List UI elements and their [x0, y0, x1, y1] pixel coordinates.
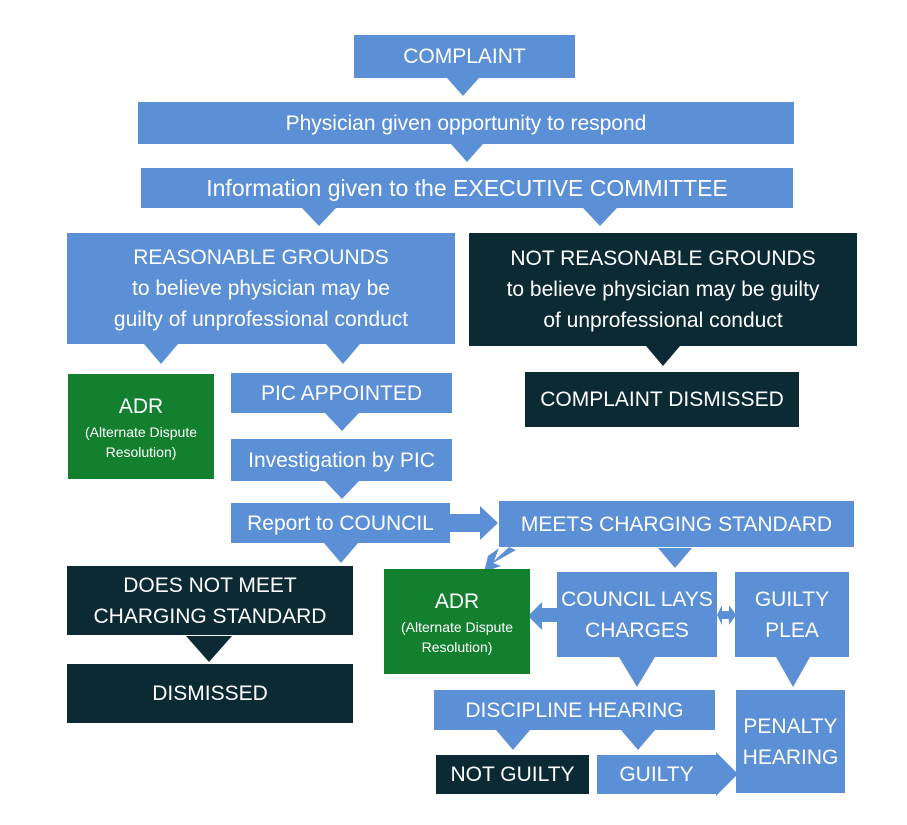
pic-appointed-box: PIC APPOINTED — [231, 373, 452, 413]
arrow-reasonable-to-adr — [144, 344, 178, 364]
penalty-hearing-box: PENALTY HEARING — [736, 690, 845, 793]
arrow-council-to-discipline — [619, 657, 655, 687]
not-meet-line2: CHARGING STANDARD — [93, 604, 327, 628]
info-executive-label: Information given to the EXECUTIVE COMMI… — [206, 174, 728, 201]
info-executive-box: Information given to the EXECUTIVE COMMI… — [141, 168, 793, 208]
investigation-label: Investigation by PIC — [248, 448, 435, 472]
respond-box: Physician given opportunity to respond — [138, 102, 794, 144]
discipline-hearing-box: DISCIPLINE HEARING — [434, 690, 715, 730]
guilty-plea-line2: PLEA — [765, 618, 819, 642]
reasonable-line2: to believe physician may be — [132, 277, 390, 300]
complaint-dismissed-box: COMPLAINT DISMISSED — [525, 372, 799, 427]
council-lays-charges-box: COUNCIL LAYS CHARGES — [557, 572, 717, 657]
complaint-box: COMPLAINT — [354, 35, 575, 78]
discipline-hearing-label: DISCIPLINE HEARING — [465, 698, 684, 722]
respond-label: Physician given opportunity to respond — [285, 111, 647, 135]
arrow-council-guilty-plea — [717, 605, 736, 625]
arrow-info-to-reasonable — [302, 208, 336, 226]
not-meet-line1: DOES NOT MEET — [123, 573, 297, 597]
report-council-label: Report to COUNCIL — [247, 511, 434, 535]
pic-appointed-label: PIC APPOINTED — [260, 381, 423, 405]
arrow-not-reasonable-to-dismissed — [646, 346, 680, 366]
council-lays-line2: CHARGES — [585, 618, 689, 642]
adr-right-title: ADR — [434, 590, 480, 613]
arrow-guilty-to-penalty — [716, 752, 738, 796]
arrow-investigation-to-report — [325, 481, 359, 499]
guilty-label: GUILTY — [619, 763, 694, 786]
adr-right-sub1: (Alternate Dispute — [400, 619, 514, 635]
meets-charging-label: MEETS CHARGING STANDARD — [520, 512, 833, 536]
arrow-info-to-not-reasonable — [583, 208, 617, 226]
meets-charging-box: MEETS CHARGING STANDARD — [499, 501, 854, 547]
arrow-council-to-adr — [528, 602, 557, 630]
arrow-meets-to-adr — [484, 547, 516, 572]
arrow-complaint-to-respond — [447, 78, 479, 96]
not-reasonable-line2: to believe physician may be guilty — [506, 278, 820, 301]
dismissed-box: DISMISSED — [67, 664, 353, 723]
not-reasonable-line1: NOT REASONABLE GROUNDS — [510, 247, 816, 270]
adr-left-sub2: Resolution) — [105, 444, 177, 460]
does-not-meet-box: DOES NOT MEET CHARGING STANDARD — [67, 566, 353, 635]
council-lays-line1: COUNCIL LAYS — [561, 587, 713, 611]
not-reasonable-line3: of unprofessional conduct — [543, 309, 783, 332]
adr-right-box: ADR (Alternate Dispute Resolution) — [384, 569, 530, 674]
arrow-respond-to-info — [451, 144, 483, 162]
arrow-report-to-not-meet — [324, 543, 358, 563]
guilty-box: GUILTY — [597, 755, 716, 794]
arrow-discipline-to-guilty — [621, 730, 655, 750]
arrow-report-to-meets — [450, 506, 498, 540]
arrow-reasonable-to-pic — [326, 344, 360, 364]
guilty-plea-box: GUILTY PLEA — [735, 572, 849, 657]
arrow-plea-to-penalty — [776, 657, 810, 687]
adr-left-title: ADR — [118, 395, 164, 418]
guilty-plea-line1: GUILTY — [754, 587, 830, 611]
reasonable-grounds-box: REASONABLE GROUNDS to believe physician … — [67, 233, 455, 344]
complaint-label: COMPLAINT — [403, 45, 526, 68]
arrow-discipline-to-not-guilty — [496, 730, 530, 750]
reasonable-line3: guilty of unprofessional conduct — [113, 308, 409, 331]
arrow-pic-to-investigation — [325, 413, 359, 431]
not-guilty-box: NOT GUILTY — [436, 755, 589, 794]
adr-left-box: ADR (Alternate Dispute Resolution) — [68, 374, 214, 479]
arrow-not-meet-to-dismissed — [186, 636, 232, 662]
penalty-hearing-line2: HEARING — [742, 745, 839, 769]
adr-right-sub2: Resolution) — [421, 639, 493, 655]
complaint-dismissed-label: COMPLAINT DISMISSED — [540, 388, 784, 411]
report-council-box: Report to COUNCIL — [231, 503, 450, 543]
penalty-hearing-line1: PENALTY — [743, 714, 838, 738]
not-guilty-label: NOT GUILTY — [450, 763, 575, 786]
reasonable-line1: REASONABLE GROUNDS — [133, 246, 389, 269]
dismissed-label: DISMISSED — [152, 682, 268, 705]
not-reasonable-grounds-box: NOT REASONABLE GROUNDS to believe physic… — [469, 233, 857, 346]
adr-left-sub1: (Alternate Dispute — [84, 424, 198, 440]
arrow-meets-to-council — [658, 548, 692, 568]
investigation-box: Investigation by PIC — [231, 439, 452, 481]
